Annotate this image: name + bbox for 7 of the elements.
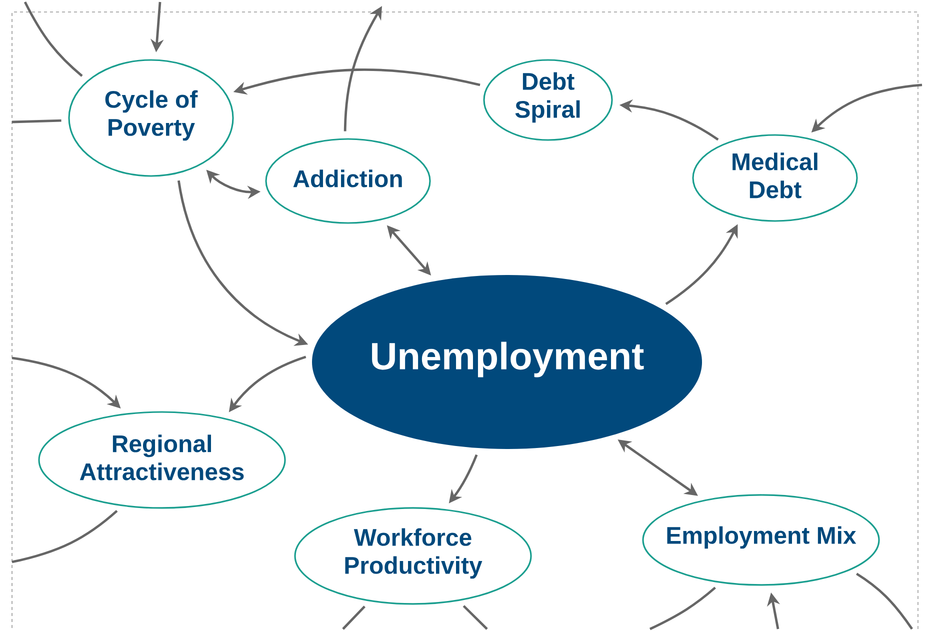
connector-line [856, 572, 913, 630]
connector-line [649, 586, 716, 630]
connector-line [12, 119, 62, 124]
connector-line [12, 510, 118, 564]
connector-line [342, 606, 366, 630]
connector-line [24, 1, 83, 77]
connector-line [462, 605, 488, 630]
